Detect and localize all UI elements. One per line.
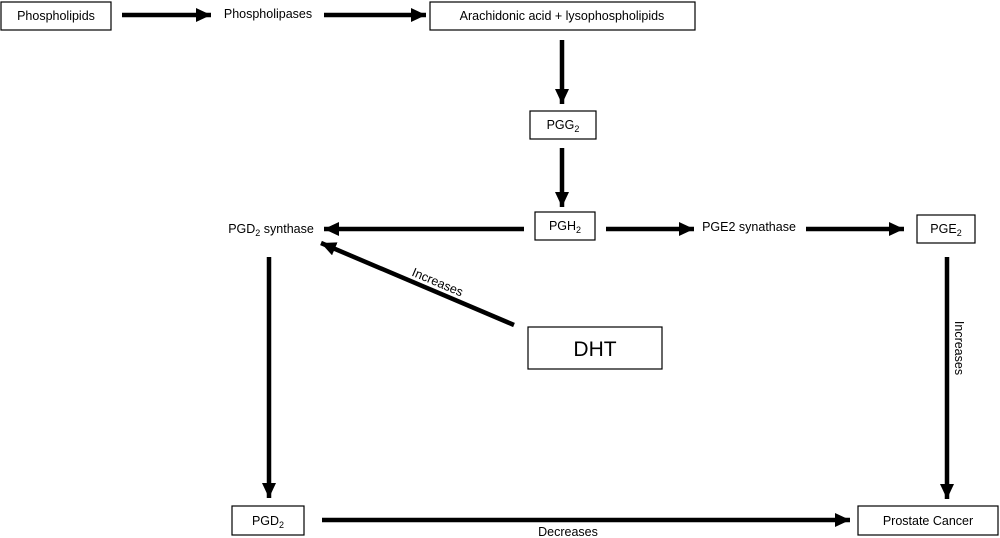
edge-label-pgd2-decreases: Decreases	[538, 525, 598, 538]
node-phospholipases: Phospholipases	[224, 7, 312, 21]
arrow-dht-to-pgd2-synthase	[320, 240, 515, 328]
edge-label-pge2-increases: Increases	[952, 321, 966, 375]
node-pge2-label: PGE2	[930, 222, 961, 238]
node-pgh2: PGH2	[534, 211, 596, 241]
node-pgd2-synthase-label: PGD2 synthase	[228, 222, 314, 238]
node-phospholipids: Phospholipids	[0, 1, 112, 31]
node-pge2-synthase-label: PGE2 synathase	[702, 220, 796, 234]
node-pgd2-synthase: PGD2 synthase	[228, 222, 314, 238]
node-arachidonic-acid: Arachidonic acid + lysophospholipids	[429, 1, 696, 31]
node-prostate-cancer-label: Prostate Cancer	[883, 514, 973, 528]
node-pgh2-label: PGH2	[549, 219, 581, 235]
node-phospholipases-label: Phospholipases	[224, 7, 312, 21]
node-prostate-cancer: Prostate Cancer	[857, 505, 999, 536]
node-pgd2: PGD2	[231, 505, 305, 536]
node-pgg2-label: PGG2	[547, 118, 580, 134]
node-pgd2-label: PGD2	[252, 514, 284, 530]
node-dht-label: DHT	[573, 338, 616, 361]
node-arachidonic-acid-label: Arachidonic acid + lysophospholipids	[460, 9, 665, 23]
node-pge2-synthase: PGE2 synathase	[702, 220, 796, 234]
node-pgg2: PGG2	[529, 110, 597, 140]
node-dht: DHT	[527, 326, 663, 370]
node-phospholipids-label: Phospholipids	[17, 9, 95, 23]
node-pge2: PGE2	[916, 214, 976, 244]
